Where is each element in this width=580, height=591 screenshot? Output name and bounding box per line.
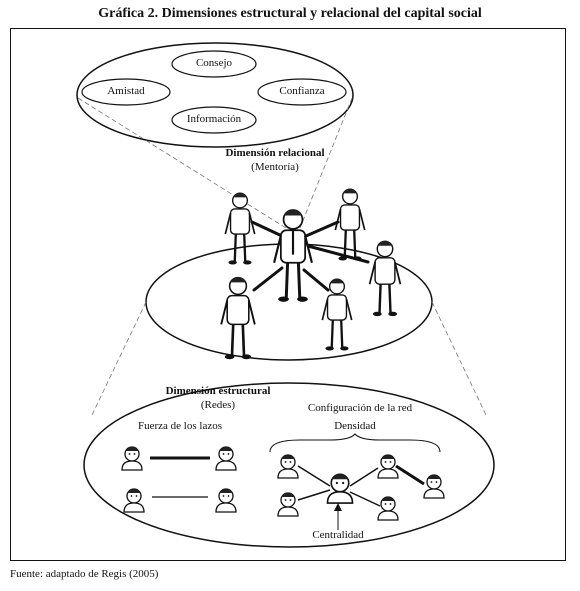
zoom-line: [299, 97, 353, 229]
density-bracket: [269, 433, 441, 453]
relational-subheading: (Mentoría): [251, 161, 299, 173]
item-bubble-informacion: [171, 106, 257, 134]
relational-item-consejo: Consejo: [195, 57, 233, 69]
item-bubble-amistad: [81, 78, 171, 106]
mentor-icon: [272, 207, 314, 304]
relational-item-informacion: Información: [186, 113, 242, 125]
source-note: Fuente: adaptado de Regis (2005): [10, 568, 159, 580]
figure-frame: [10, 28, 566, 561]
item-bubble-consejo: [171, 50, 257, 78]
item-bubble-confianza: [257, 78, 347, 106]
config-label: Configuración de la red: [307, 402, 413, 414]
density-label: Densidad: [334, 420, 376, 432]
centrality-arrowhead: [334, 503, 342, 511]
figure-title: Gráfica 2. Dimensiones estructural y rel…: [98, 6, 482, 21]
ties-label: Fuerza de los lazos: [138, 420, 222, 432]
structural-heading: Dimensión estructural: [165, 385, 271, 397]
zoom-line: [91, 301, 147, 416]
structural-subheading: (Redes): [200, 399, 236, 411]
zoom-line: [77, 97, 287, 229]
relational-item-confianza: Confianza: [279, 85, 325, 97]
network-links: [297, 464, 425, 507]
zoom-line: [431, 301, 487, 416]
centrality-label: Centralidad: [312, 529, 364, 541]
relational-bubble: [76, 42, 354, 148]
relational-item-amistad: Amistad: [107, 85, 145, 97]
relational-heading: Dimensión relacional: [225, 147, 325, 159]
